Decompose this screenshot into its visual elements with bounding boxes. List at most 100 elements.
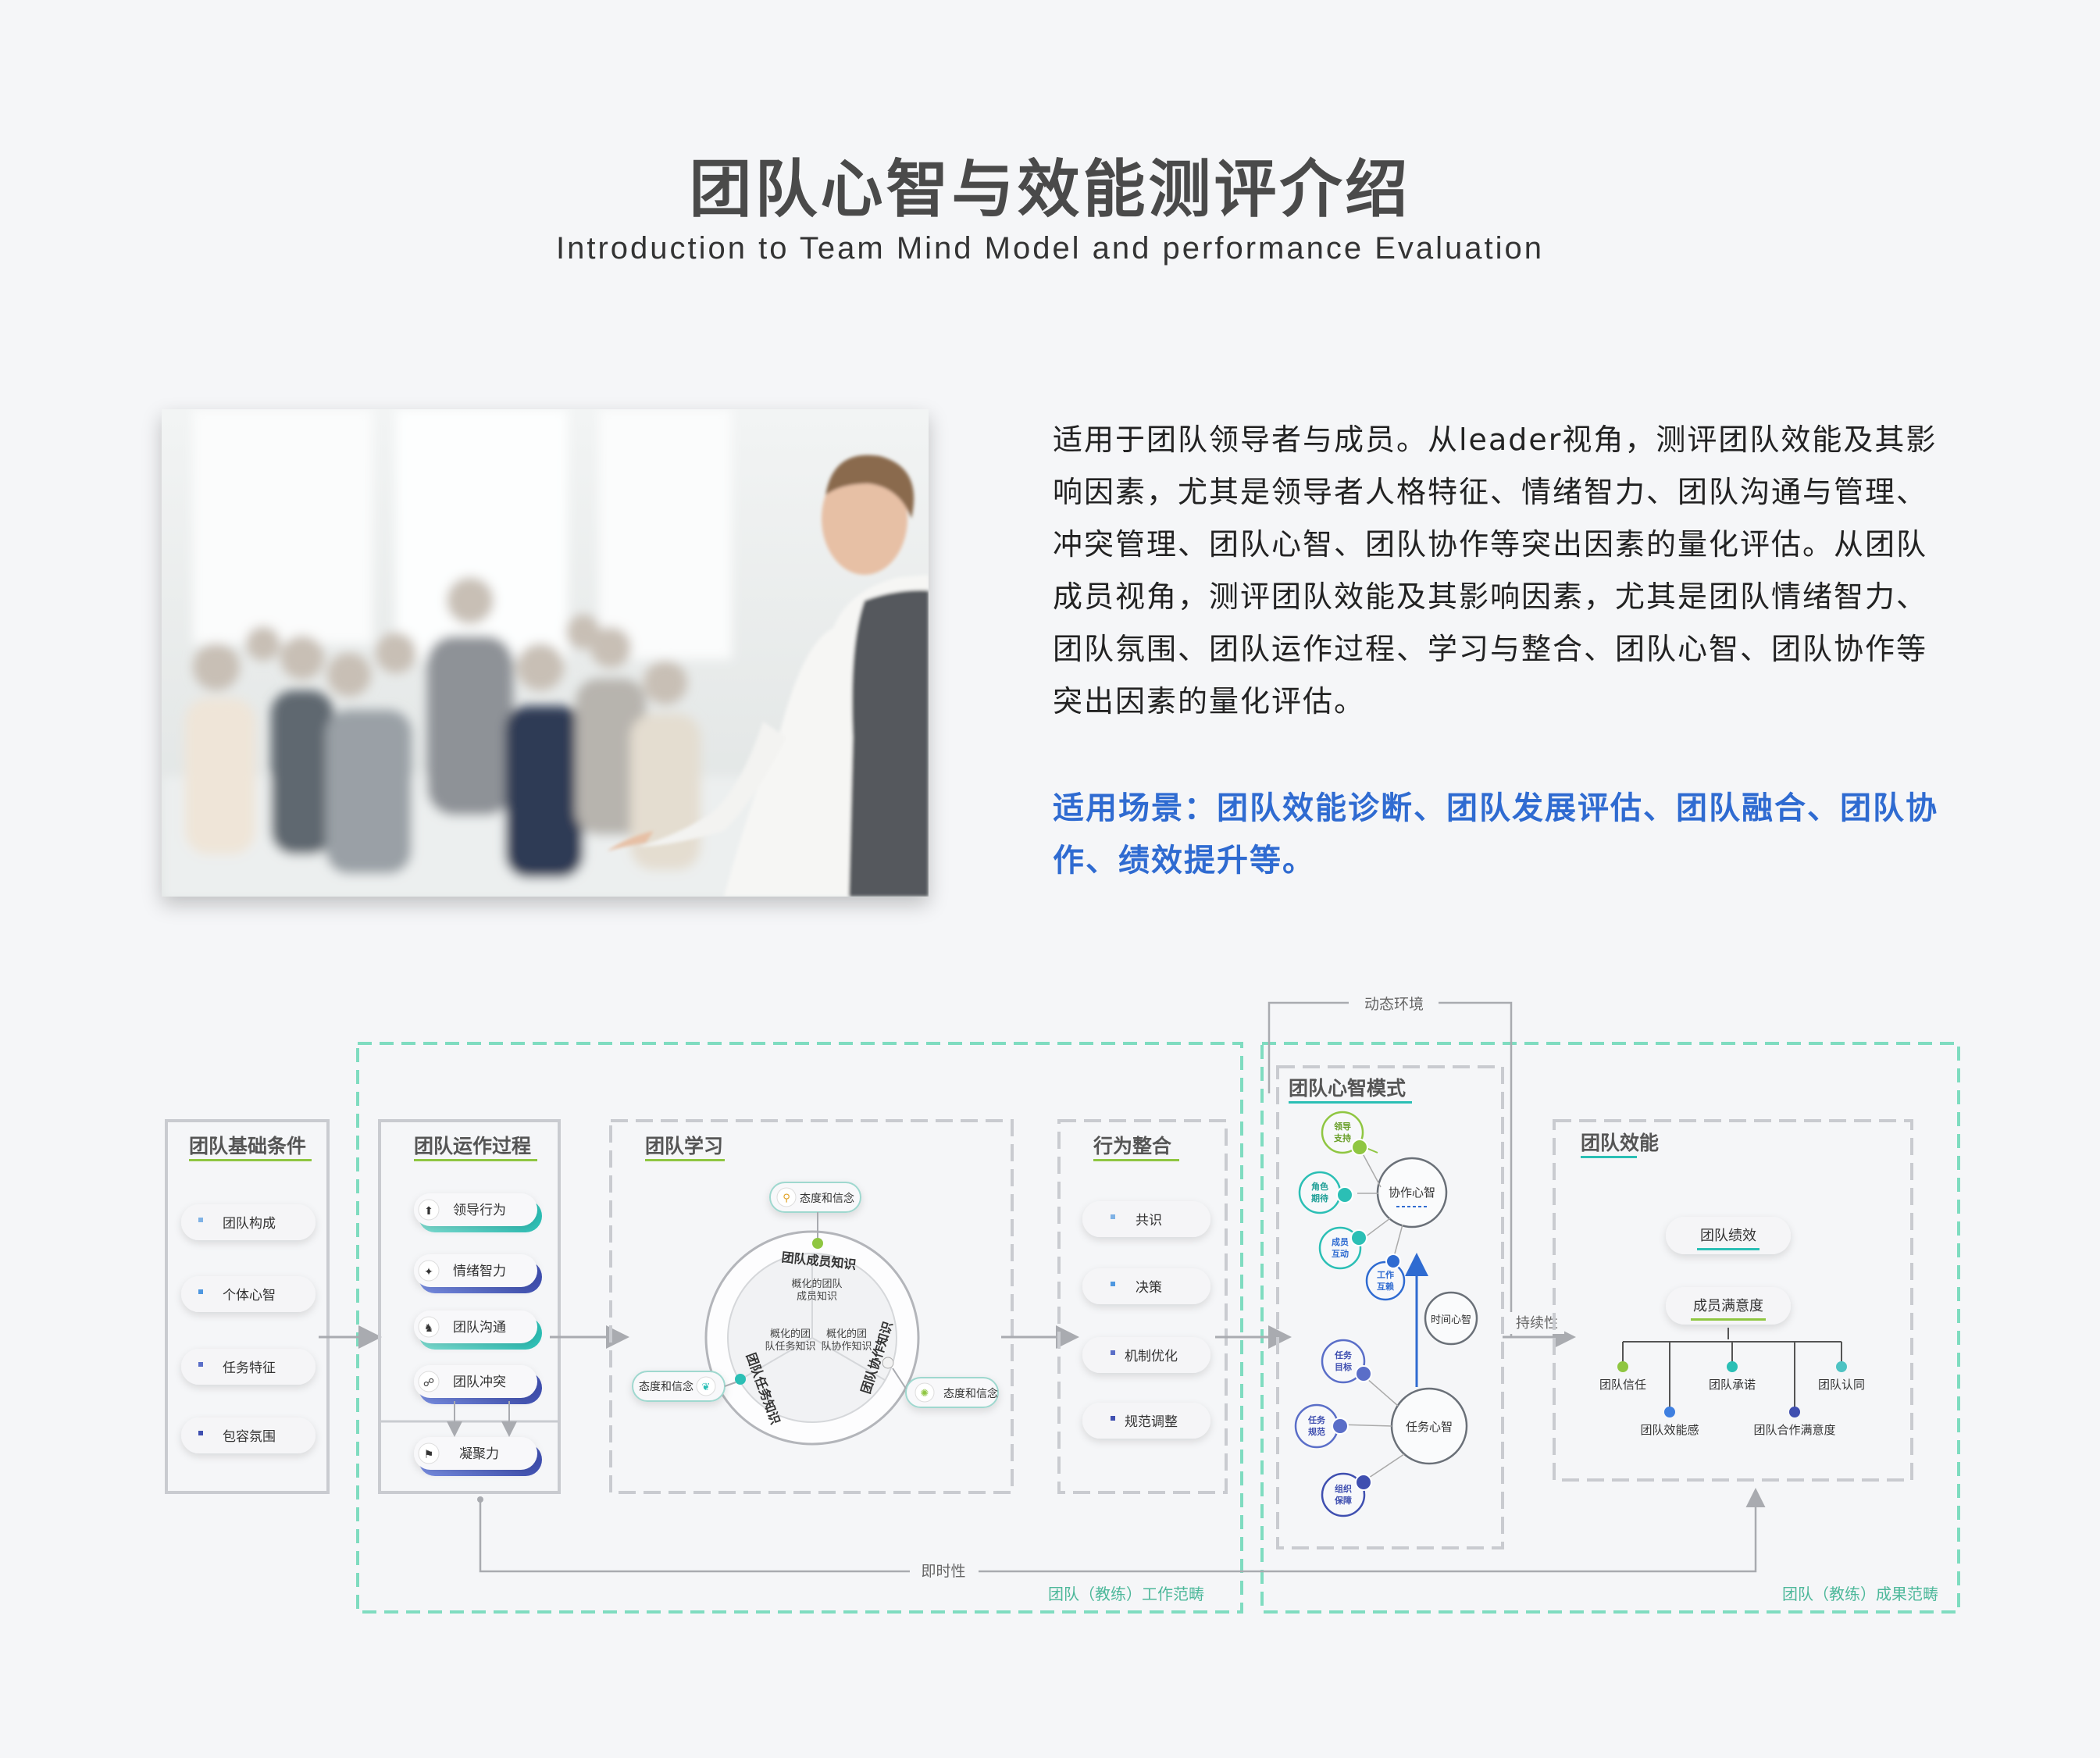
leaf-label-commitment: 团队承诺	[1709, 1378, 1756, 1392]
immediacy-line	[479, 1488, 1766, 1573]
svg-text:团队冲突: 团队冲突	[453, 1375, 506, 1390]
work-scope-label: 团队（教练）工作范畴	[1048, 1585, 1204, 1603]
collab-mind-circle	[1376, 1157, 1448, 1228]
process-item: ♞团队沟通	[414, 1310, 542, 1350]
integration-box	[1057, 1119, 1228, 1494]
svg-text:组织: 组织	[1335, 1483, 1352, 1494]
foundation-title-underline	[189, 1159, 312, 1161]
svg-text:互赖: 互赖	[1377, 1281, 1394, 1292]
integration-item: 共识	[1082, 1201, 1210, 1237]
svg-text:角色: 角色	[1311, 1181, 1328, 1192]
intro-paragraph: 适用于团队领导者与成员。从leader视角，测评团队效能及其影响因素，尤其是领导…	[1053, 423, 1938, 719]
sustainability-label: 持续性	[1516, 1315, 1558, 1332]
learning-box	[609, 1119, 1014, 1494]
inner-label-collab-1: 概化的团	[826, 1328, 867, 1340]
scenario-text: 适用场景：团队效能诊断、团队发展评估、团队融合、团队协作、绩效提升等。	[1053, 790, 1938, 879]
leaf-dot-identity	[1836, 1361, 1847, 1372]
svg-text:⚲: ⚲	[783, 1193, 790, 1204]
svg-text:包容氛围: 包容氛围	[223, 1429, 276, 1445]
immediacy-label: 即时性	[921, 1563, 965, 1580]
dynamic-env-label-bg	[1349, 993, 1439, 1015]
integration-items: 共识 决策 机制优化 规范调整	[1082, 1201, 1210, 1439]
inner-label-task-2: 队任务知识	[765, 1340, 815, 1353]
svg-text:⬆: ⬆	[424, 1205, 433, 1218]
mind-title: 团队心智模式	[1289, 1077, 1406, 1100]
ring-dot-top	[812, 1238, 823, 1249]
integration-title: 行为整合	[1093, 1135, 1172, 1157]
process-item: ✦ 情绪智力	[414, 1254, 542, 1293]
svg-text:✦: ✦	[424, 1266, 433, 1278]
svg-text:任务: 任务	[1307, 1414, 1326, 1425]
svg-text:任务特征: 任务特征	[223, 1360, 276, 1376]
integration-item: 规范调整	[1082, 1403, 1210, 1439]
inner-label-member-2: 成员知识	[797, 1290, 837, 1303]
leaf-label-identity: 团队认同	[1818, 1378, 1865, 1392]
svg-text:❦: ❦	[702, 1382, 711, 1393]
efficacy-box	[1553, 1119, 1913, 1482]
svg-text:成员满意度: 成员满意度	[1693, 1298, 1763, 1314]
learning-divider-3	[811, 1337, 886, 1381]
presentation-photo	[162, 409, 929, 897]
foundation-item: 个体心智	[181, 1276, 316, 1312]
inner-label-task-1: 概化的团	[770, 1328, 811, 1340]
result-scope-frame	[1260, 1042, 1960, 1614]
leaf-dot-coop-satisfaction	[1789, 1407, 1800, 1417]
attitude-right-connector	[892, 1368, 907, 1389]
process-item: ☍团队冲突	[414, 1365, 542, 1404]
foundation-box	[165, 1119, 330, 1494]
svg-text:任务: 任务	[1334, 1350, 1353, 1360]
process-items: ⬆领导行为 ✦情绪智力 ♞团队沟通 ☍团队冲突 ⚑凝聚力	[414, 1193, 542, 1476]
svg-text:规范: 规范	[1308, 1426, 1325, 1437]
svg-text:保障: 保障	[1334, 1495, 1352, 1506]
time-mind-circle	[1424, 1291, 1478, 1346]
page-title: 团队心智与效能测评介绍	[689, 153, 1411, 226]
svg-text:情绪智力: 情绪智力	[453, 1264, 506, 1279]
svg-text:态度和信念: 态度和信念	[639, 1380, 693, 1393]
collab-mind-label: 协作心智	[1389, 1186, 1435, 1200]
process-item: ⚑凝聚力	[414, 1437, 542, 1476]
ring-dot-right	[882, 1357, 894, 1369]
svg-text:期待: 期待	[1311, 1193, 1328, 1203]
svg-text:✺: ✺	[921, 1388, 929, 1400]
svg-text:成员: 成员	[1332, 1236, 1349, 1247]
foundation-item: 团队构成	[181, 1204, 316, 1240]
leaf-dot-efficacy	[1664, 1407, 1675, 1417]
integration-item: 决策	[1082, 1268, 1210, 1304]
attitude-pill-left: 态度和信念 ❦	[632, 1371, 726, 1402]
svg-text:团队绩效: 团队绩效	[1700, 1228, 1756, 1244]
learning-divider-2	[739, 1337, 813, 1381]
efficacy-title: 团队效能	[1581, 1132, 1659, 1154]
learning-title: 团队学习	[645, 1135, 723, 1157]
efficacy-title-underline	[1581, 1156, 1637, 1158]
process-title: 团队运作过程	[414, 1135, 531, 1157]
efficacy-satisfaction-pill: 成员满意度	[1666, 1287, 1791, 1325]
svg-text:态度和信念: 态度和信念	[800, 1192, 854, 1205]
svg-text:态度和信念: 态度和信念	[943, 1387, 998, 1400]
svg-text:工作: 工作	[1377, 1269, 1394, 1280]
attitude-pill-right: ✺ 态度和信念	[905, 1377, 999, 1408]
foundation-title: 团队基础条件	[189, 1135, 306, 1157]
svg-text:凝聚力: 凝聚力	[459, 1446, 499, 1462]
integration-item: 机制优化	[1082, 1337, 1210, 1373]
leaf-dot-commitment	[1727, 1361, 1738, 1372]
svg-text:机制优化: 机制优化	[1125, 1349, 1178, 1364]
immediacy-label-bg	[910, 1559, 979, 1582]
svg-text:决策: 决策	[1136, 1280, 1162, 1296]
process-title-underline	[414, 1159, 537, 1161]
svg-text:共识: 共识	[1136, 1213, 1162, 1228]
task-mind-label: 任务心智	[1406, 1420, 1453, 1434]
svg-text:♞: ♞	[424, 1322, 434, 1335]
page-subtitle: Introduction to Team Mind Model and perf…	[556, 231, 1544, 266]
work-scope-frame	[356, 1042, 1243, 1614]
mind-box	[1276, 1065, 1504, 1549]
presentation-photo-drawing	[162, 409, 929, 897]
